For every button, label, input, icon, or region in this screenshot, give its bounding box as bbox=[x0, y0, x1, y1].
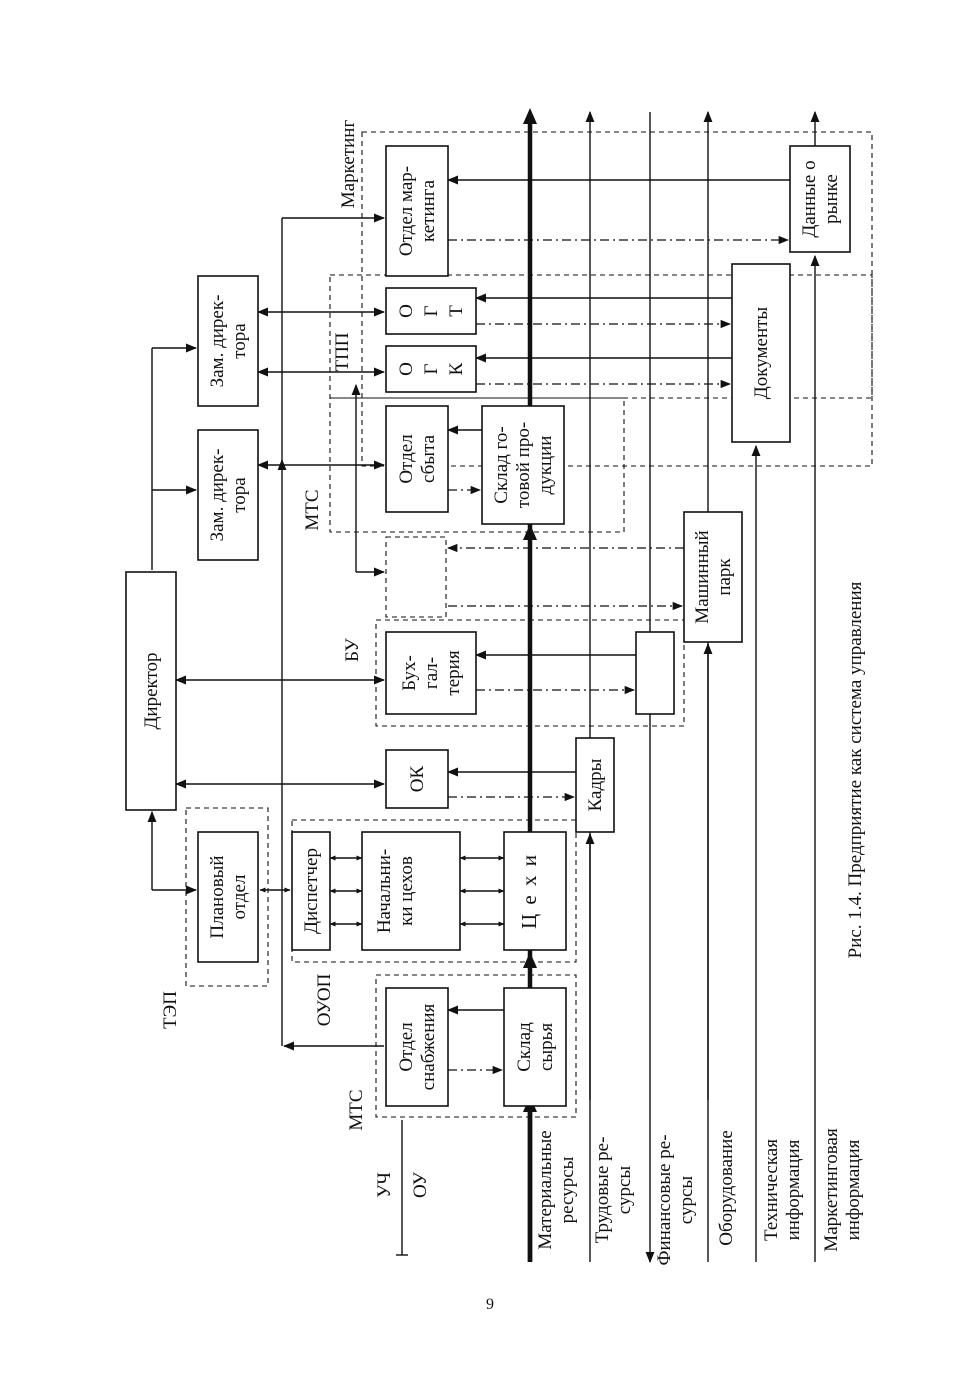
page-number: 9 bbox=[486, 1296, 494, 1313]
cash-box bbox=[635, 631, 675, 715]
sales-dept-label: Отделсбыта bbox=[396, 434, 439, 484]
financial-resources-label: Финансовые ре-сурсы bbox=[654, 1134, 697, 1265]
equipment-label: Оборудование bbox=[716, 1130, 737, 1246]
group-tep-outline bbox=[185, 807, 269, 987]
dispatcher-label: Диспетчер bbox=[301, 848, 322, 934]
ogt-box bbox=[385, 287, 477, 335]
machine-park-box bbox=[683, 511, 743, 643]
ogm-outline bbox=[385, 536, 447, 618]
group-marketing-label: Маркетинг bbox=[338, 120, 359, 209]
shop-heads-label: Начальни-ки цехов bbox=[374, 849, 417, 933]
planning-dept-label: Плановыйотдел bbox=[207, 855, 250, 938]
machine-park-label: Машинныйпарк bbox=[692, 530, 735, 623]
group-marketing-outline bbox=[361, 131, 873, 467]
personnel-box bbox=[575, 737, 615, 833]
group-mts-supply-label: МТС bbox=[346, 1089, 367, 1130]
header-ou-label: ОУ bbox=[410, 1171, 431, 1198]
documents-label: Документы bbox=[751, 307, 772, 400]
figure-caption: Рис. 1.4. Предприятие как система управл… bbox=[845, 581, 866, 958]
header-uch-label: УЧ bbox=[374, 1172, 395, 1198]
zam-director-2-label: Зам. дирек-тора bbox=[207, 295, 250, 388]
ok-box bbox=[385, 749, 449, 809]
shops-label: Ц е х и bbox=[517, 853, 541, 929]
ogk-box bbox=[385, 345, 477, 393]
technical-information-label: Техническаяинформация bbox=[761, 1139, 804, 1241]
marketing-dept-label: Отдел мар-кетинга bbox=[396, 166, 439, 256]
raw-warehouse-label: Складсырья bbox=[514, 1022, 557, 1072]
group-tpp-label: ТПП bbox=[332, 332, 353, 371]
labor-resources-label: Трудовые ре-сурсы bbox=[592, 1137, 635, 1244]
director-box bbox=[125, 571, 177, 811]
group-mts-sales-outline bbox=[329, 397, 625, 533]
group-ouop-label: ОУОП bbox=[314, 973, 335, 1026]
material-resources-arrowhead bbox=[523, 108, 537, 124]
shops-box bbox=[503, 831, 567, 951]
material-resources-label: Материальныересурсы bbox=[535, 1130, 578, 1249]
finished-warehouse-box bbox=[481, 405, 565, 525]
finished-warehouse-input-arrowhead bbox=[523, 524, 537, 540]
personnel-label: Кадры bbox=[585, 758, 606, 811]
group-bu-label: БУ bbox=[342, 638, 363, 662]
finished-warehouse-label: Склад го-товой про-дукции bbox=[491, 422, 556, 508]
accounting-label: Бух-гал-терия bbox=[399, 650, 464, 695]
supply-dept-box bbox=[385, 987, 449, 1107]
group-mts-sales-label: МТС bbox=[302, 489, 323, 530]
shops-input-arrowhead bbox=[523, 952, 537, 968]
ok-label: ОК bbox=[407, 765, 428, 792]
shop-heads-box bbox=[361, 831, 461, 951]
marketing-information-label: Маркетинговаяинформация bbox=[821, 1128, 864, 1252]
documents-box bbox=[731, 263, 791, 443]
sales-dept-box bbox=[385, 405, 449, 513]
zam-director-1-box bbox=[197, 429, 259, 561]
dispatcher-box bbox=[291, 831, 331, 951]
market-data-box bbox=[789, 145, 851, 253]
zam-director-1-label: Зам. дирек-тора bbox=[207, 449, 250, 542]
market-data-label: Данные орынке bbox=[799, 160, 842, 237]
planning-dept-box bbox=[197, 831, 259, 963]
group-tep-label: ТЭП bbox=[160, 991, 181, 1029]
accounting-box bbox=[385, 631, 477, 715]
marketing-dept-box bbox=[385, 145, 449, 277]
group-ouop-outline bbox=[291, 819, 577, 963]
director-label: Директор bbox=[141, 652, 162, 729]
supply-dept-label: Отделснабжения bbox=[396, 1003, 439, 1090]
raw-warehouse-box bbox=[503, 987, 567, 1107]
zam-director-2-box bbox=[197, 275, 259, 407]
